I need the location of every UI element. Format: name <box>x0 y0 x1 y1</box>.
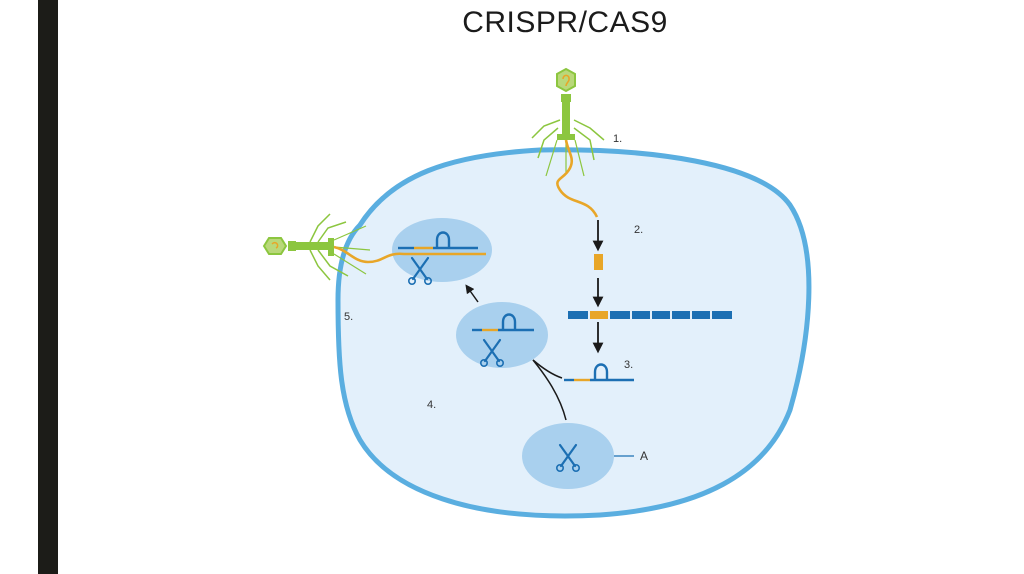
bacteriophage-icon-top <box>531 67 605 177</box>
guide-rna-hairpin-icon <box>564 363 634 382</box>
cas9-targeting-complex <box>398 231 478 286</box>
cas9-complex-bubble-middle <box>456 302 548 368</box>
label-step-4: 4. <box>427 399 436 411</box>
injected-phage-dna <box>556 139 599 218</box>
cas9-complex-bubble-upper <box>392 218 492 282</box>
bacteriophage-icon-left <box>262 213 371 281</box>
label-step-1: 1. <box>613 133 622 145</box>
arrow-up-icon <box>465 284 479 303</box>
slide-title: CRISPR/CAS9 <box>462 6 668 39</box>
left-accent-bar <box>38 0 58 574</box>
spacer-fragment <box>594 254 603 270</box>
label-step-5: 5. <box>344 311 353 323</box>
label-step-3: 3. <box>624 359 633 371</box>
label-step-2: 2. <box>634 224 643 236</box>
invading-phage-dna <box>333 245 486 264</box>
assembly-line-protein <box>532 359 567 421</box>
label-a: A <box>640 449 648 463</box>
crispr-array <box>568 311 732 319</box>
cas9-guide-rna-complex <box>472 313 534 368</box>
